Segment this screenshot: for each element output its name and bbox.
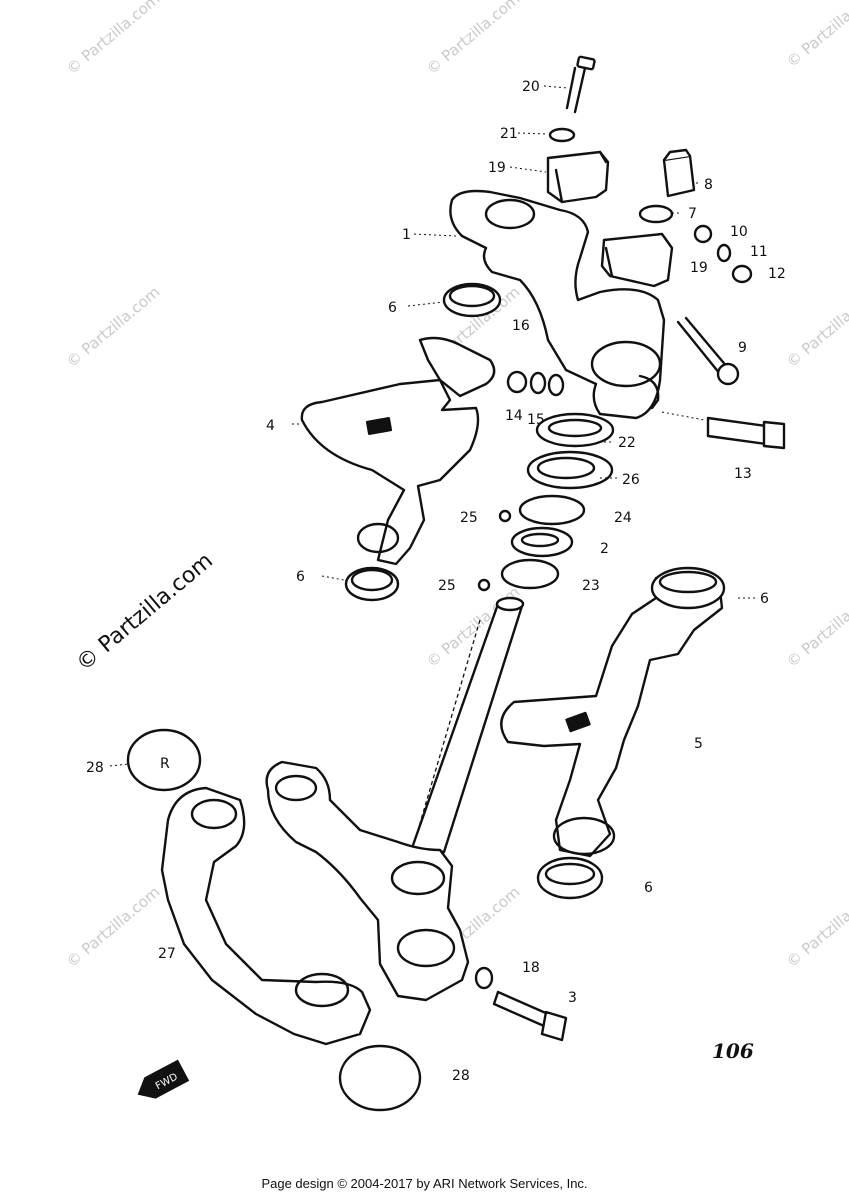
- callout-1: 1: [402, 227, 411, 243]
- part-nut-12: [731, 264, 753, 284]
- part-washer-7: [638, 204, 674, 224]
- callout-3: 3: [568, 990, 577, 1006]
- watermark: © Partzilla.com: [63, 883, 163, 971]
- callout-24: 24: [614, 510, 632, 526]
- callout-27: 27: [158, 946, 176, 962]
- part-steering-stem-3: [265, 596, 525, 1002]
- watermark: © Partzilla.com: [783, 0, 849, 71]
- callout-6d: 6: [644, 880, 653, 896]
- part-guard-27: [160, 786, 372, 1046]
- part-bolt-9: [676, 316, 740, 386]
- part-bracket-5: [500, 566, 726, 900]
- callout-11: 11: [750, 244, 768, 260]
- callout-23: 23: [582, 578, 600, 594]
- part-bolt-13: [706, 416, 786, 450]
- page-number: 106: [712, 1039, 754, 1063]
- watermark: © Partzilla.com: [783, 883, 849, 971]
- part-washer-21: [548, 127, 576, 143]
- callout-4: 4: [266, 418, 275, 434]
- callout-layer: 20 21 19 8 7 10 1 11 19 12 6 16 9 14 15 …: [86, 79, 786, 1084]
- part-nut-10: [693, 224, 713, 244]
- part-handlebar-clamp-19b: [600, 232, 674, 288]
- callout-10: 10: [730, 224, 748, 240]
- watermark: © Partzilla.com: [423, 0, 523, 78]
- svg-text:R: R: [160, 756, 170, 772]
- part-bracket-4: [300, 336, 496, 602]
- callout-20: 20: [522, 79, 540, 95]
- part-nut-14-15: [506, 370, 565, 397]
- part-bolt-18: [474, 966, 568, 1042]
- callout-26: 26: [622, 472, 640, 488]
- watermark: © Partzilla.com: [783, 583, 849, 671]
- callout-18: 18: [522, 960, 540, 976]
- page-footer: Page design © 2004-2017 by ARI Network S…: [261, 1176, 588, 1191]
- callout-15: 15: [527, 412, 545, 428]
- callout-7: 7: [688, 206, 697, 222]
- part-cap-28b: [338, 1044, 422, 1112]
- callout-6b: 6: [296, 569, 305, 585]
- part-washer-11: [716, 243, 732, 263]
- callout-21: 21: [500, 126, 518, 142]
- callout-19b: 19: [690, 260, 708, 276]
- part-bolt-20: [565, 55, 596, 114]
- part-upper-bracket-1: [449, 189, 666, 420]
- callout-28a: 28: [86, 760, 104, 776]
- callout-12: 12: [768, 266, 786, 282]
- callout-16: 16: [512, 318, 530, 334]
- watermark: © Partzilla.com: [63, 283, 163, 371]
- callout-6c: 6: [760, 591, 769, 607]
- part-cap-28a: R: [126, 728, 202, 792]
- callout-6a: 6: [388, 300, 397, 316]
- callout-8: 8: [704, 177, 713, 193]
- callout-2: 2: [600, 541, 609, 557]
- callout-5: 5: [694, 736, 703, 752]
- callout-19: 19: [488, 160, 506, 176]
- callout-25b: 25: [438, 578, 456, 594]
- part-bolt-8: [662, 148, 696, 198]
- callout-14: 14: [505, 408, 523, 424]
- callout-13: 13: [734, 466, 752, 482]
- callout-22: 22: [618, 435, 636, 451]
- watermark-main: © Partzilla.com: [72, 548, 218, 676]
- forward-arrow-icon: FWD: [137, 1059, 190, 1099]
- part-bearing-stack: [477, 412, 615, 592]
- callout-28b: 28: [452, 1068, 470, 1084]
- callout-25: 25: [460, 510, 478, 526]
- part-rubber-6a: [442, 282, 502, 318]
- part-handlebar-clamp-19: [546, 150, 610, 204]
- callout-9: 9: [738, 340, 747, 356]
- watermark: © Partzilla.com: [783, 283, 849, 371]
- watermark: © Partzilla.com: [63, 0, 163, 78]
- leader-lines: [109, 85, 758, 767]
